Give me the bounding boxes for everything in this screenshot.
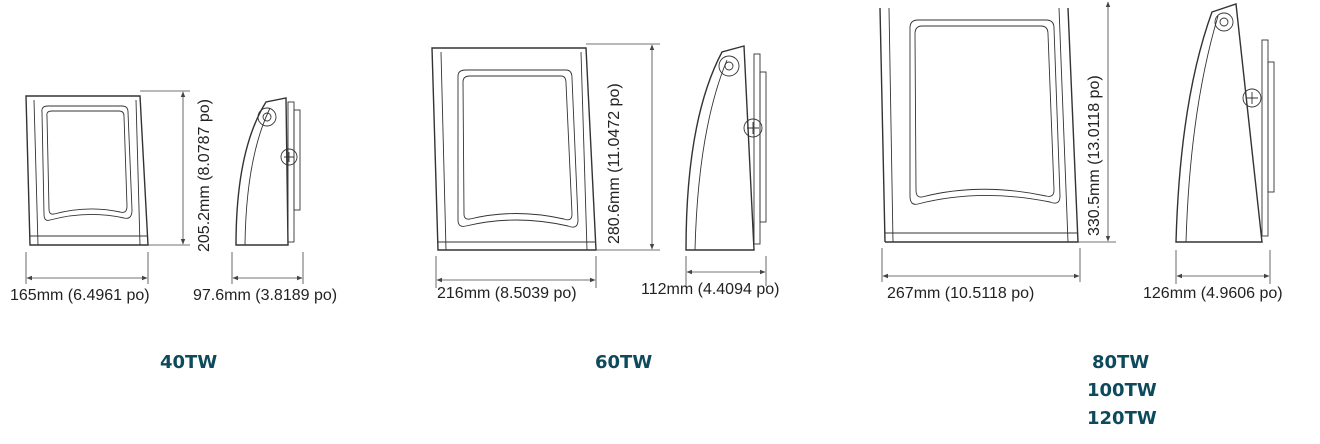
front-height-dimline-40tw xyxy=(140,90,190,246)
front-view-80tw xyxy=(879,7,1079,243)
front-height-label-80tw: 330.5mm (13.0118 po) xyxy=(1086,75,1103,236)
front-width-dimline-40tw xyxy=(25,252,149,284)
side-depth-label-60tw: 112mm (4.4094 po) xyxy=(641,281,780,298)
front-width-dimline-80tw xyxy=(881,248,1081,282)
model-label-80tw: 80TW xyxy=(1092,352,1150,373)
model-label-60tw: 60TW xyxy=(595,352,653,373)
side-depth-label-80tw: 126mm (4.9606 po) xyxy=(1143,285,1283,302)
front-view-40tw xyxy=(25,95,149,246)
side-view-40tw xyxy=(235,97,301,246)
side-depth-dimline-60tw xyxy=(685,256,767,286)
front-width-label-60tw: 216mm (8.5039 po) xyxy=(437,285,577,302)
front-width-label-80tw: 267mm (10.5118 po) xyxy=(887,285,1035,302)
side-depth-dimline-40tw xyxy=(231,252,304,284)
model-label-120tw: 120TW xyxy=(1087,408,1157,429)
front-height-dimline-80tw xyxy=(1078,1,1116,243)
model-label-40tw: 40TW xyxy=(160,352,218,373)
front-view-60tw xyxy=(431,47,597,251)
front-width-label-40tw: 165mm (6.4961 po) xyxy=(10,287,150,304)
front-height-label-60tw: 280.6mm (11.0472 po) xyxy=(606,83,623,244)
model-label-100tw: 100TW xyxy=(1087,380,1157,401)
side-view-80tw xyxy=(1175,3,1275,243)
front-height-label-40tw: 205.2mm (8.0787 po) xyxy=(196,99,213,252)
front-width-dimline-60tw xyxy=(435,256,597,288)
side-view-60tw xyxy=(685,45,767,251)
front-height-dimline-60tw xyxy=(586,43,660,251)
side-depth-label-40tw: 97.6mm (3.8189 po) xyxy=(193,287,338,304)
side-depth-dimline-80tw xyxy=(1175,250,1271,284)
